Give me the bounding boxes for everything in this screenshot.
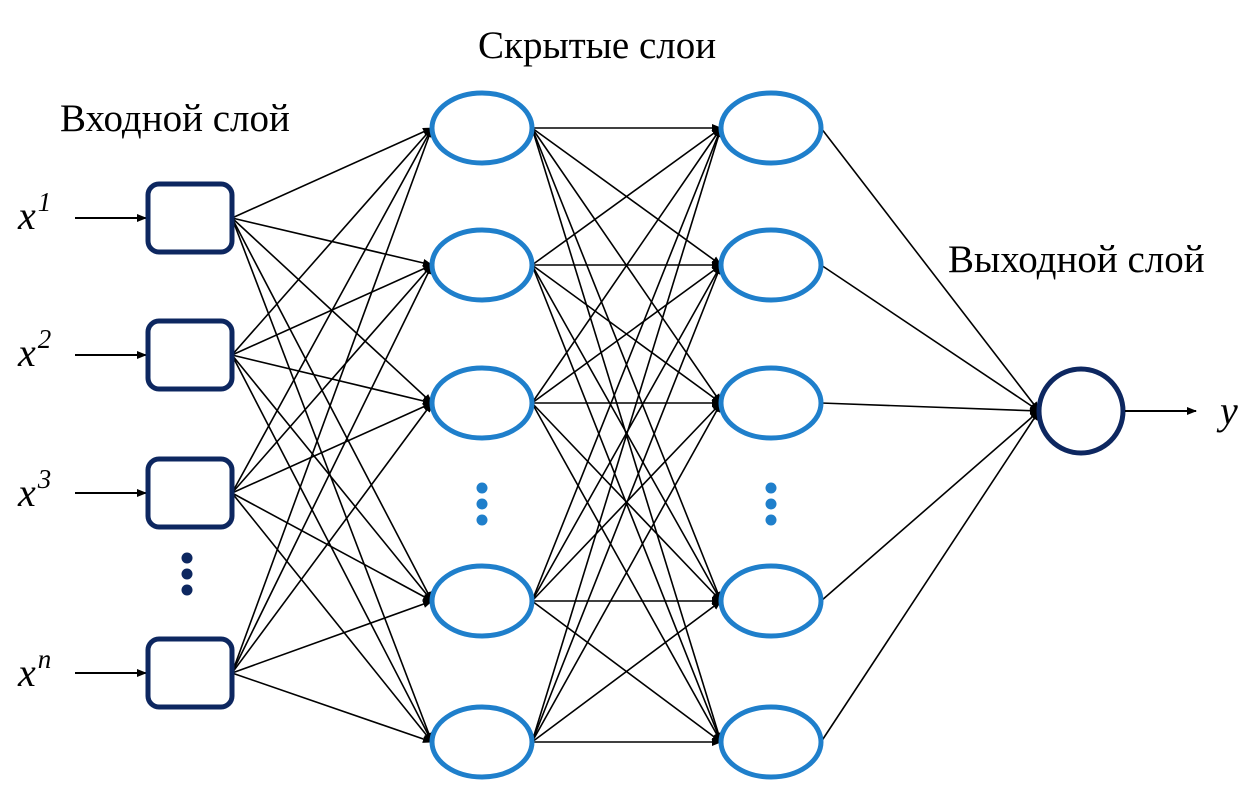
input-node-2 <box>145 318 235 392</box>
input-arrows <box>75 214 147 677</box>
edge-input-3-to-h1-5 <box>231 492 433 743</box>
hidden-node-h1-2 <box>429 227 535 303</box>
hidden-layer-1 <box>429 90 535 780</box>
hidden-node-h2-4 <box>718 563 824 639</box>
edge-input-4-to-h1-3 <box>231 402 433 674</box>
input-label-2: x2 <box>17 324 51 375</box>
ellipsis-dot-h2-2 <box>765 498 777 510</box>
edge-h1-3-to-h2-2 <box>531 264 722 404</box>
edge-h2-1-to-output <box>820 127 1040 412</box>
hidden-node-h2-3 <box>718 365 824 441</box>
edge-h1-2-to-h2-1 <box>531 127 722 266</box>
edge-input-3-to-h1-4 <box>231 492 433 602</box>
edge-input-4-to-h1-5 <box>231 672 433 743</box>
edge-input-2-to-h1-5 <box>231 354 433 743</box>
edge-input-1-to-h1-1 <box>231 127 433 219</box>
output-node <box>1036 366 1126 456</box>
ellipsis-dot-h1-1 <box>476 482 488 494</box>
input-labels: x1 x2 x3 xn <box>17 187 51 695</box>
edge-input-4-to-h1-2 <box>231 264 433 674</box>
edge-input-4-to-h1-4 <box>231 600 433 674</box>
input-node-4 <box>145 636 235 710</box>
ellipsis-dot-h1-3 <box>476 514 488 526</box>
edge-h1-4-to-h2-1 <box>531 127 722 602</box>
hidden-node-h1-4 <box>429 563 535 639</box>
ellipsis-dot-input-1 <box>181 552 193 564</box>
input-node-3 <box>145 456 235 530</box>
ellipsis-dot-input-3 <box>181 584 193 596</box>
edge-h2-3-to-output <box>820 402 1040 415</box>
output-layer <box>1036 366 1126 456</box>
output-layer-title: Выходной слой <box>948 238 1205 281</box>
edge-h1-5-to-h2-2 <box>531 264 722 743</box>
ellipsis-dot-h2-1 <box>765 482 777 494</box>
connections <box>231 124 1040 746</box>
edge-input-2-to-h1-1 <box>231 127 433 356</box>
input-node-1 <box>145 181 235 255</box>
input-label-3: x3 <box>17 464 51 515</box>
hidden-node-h1-1 <box>429 90 535 166</box>
edge-input-4-to-h1-1 <box>231 127 433 674</box>
input-label-1: x1 <box>17 187 51 238</box>
edge-h1-3-to-h2-1 <box>531 127 722 404</box>
hidden-node-h2-2 <box>718 227 824 303</box>
hidden-layer-2 <box>718 90 824 780</box>
edge-input-3-to-h1-3 <box>231 402 433 494</box>
edge-input-1-to-h1-4 <box>231 217 433 602</box>
hidden-node-h1-5 <box>429 704 535 780</box>
hidden-layers-title: Скрытые слои <box>478 24 716 67</box>
ellipsis-dot-input-2 <box>181 568 193 580</box>
edge-h2-2-to-output <box>820 264 1040 412</box>
input-layer <box>145 181 235 710</box>
edge-h2-4-to-output <box>820 410 1040 602</box>
hidden-node-h1-3 <box>429 365 535 441</box>
output-label: y <box>1216 388 1238 433</box>
ellipsis-dot-h1-2 <box>476 498 488 510</box>
edge-input-3-to-h1-2 <box>231 264 433 494</box>
edge-h1-5-to-h2-1 <box>531 127 723 743</box>
hidden-node-h2-5 <box>718 704 824 780</box>
input-label-n: xn <box>17 644 51 695</box>
edge-h2-5-to-output <box>820 410 1040 743</box>
input-layer-title: Входной слой <box>60 97 290 140</box>
ellipsis-dots <box>181 482 777 596</box>
hidden-node-h2-1 <box>718 90 824 166</box>
edge-h1-5-to-h2-3 <box>531 402 722 743</box>
edge-input-3-to-h1-1 <box>231 127 433 494</box>
edge-h1-5-to-h2-4 <box>531 600 722 743</box>
edge-input-1-to-h1-5 <box>231 217 433 743</box>
ellipsis-dot-h2-3 <box>765 514 777 526</box>
edge-input-2-to-h1-4 <box>231 354 433 602</box>
